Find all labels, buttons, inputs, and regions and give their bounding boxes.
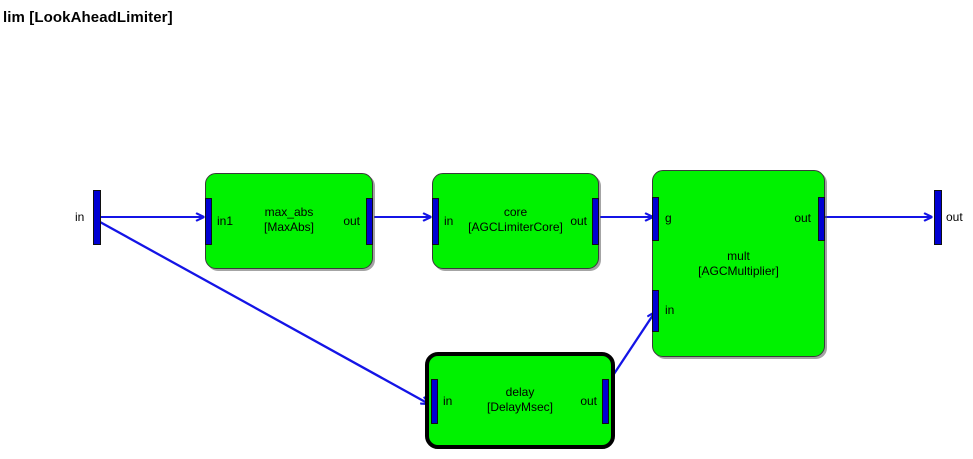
block-mult-port-out-label: out (794, 211, 811, 225)
block-core-type: [AGCLimiterCore] (468, 220, 563, 234)
block-max-abs-name: max_abs (264, 205, 314, 219)
block-core[interactable]: in out core [AGCLimiterCore] (432, 173, 599, 269)
diagram-title: lim [LookAheadLimiter] (3, 9, 173, 26)
block-max-abs-port-out[interactable] (366, 198, 373, 245)
block-delay-port-out-label: out (580, 394, 597, 408)
subsystem-out-port-label: out (946, 210, 963, 224)
block-mult-port-g[interactable] (652, 197, 659, 241)
block-delay-name: delay (505, 385, 535, 399)
block-mult[interactable]: g in out mult [AGCMultiplier] (652, 170, 825, 357)
block-max-abs-port-in1-label: in1 (217, 214, 234, 228)
block-delay-port-in-label: in (443, 394, 453, 408)
subsystem-in-port[interactable] (93, 190, 101, 245)
block-mult-port-in-label: in (665, 303, 675, 317)
block-delay-port-out[interactable] (602, 379, 609, 424)
block-mult-name: mult (727, 249, 750, 263)
block-max-abs[interactable]: in1 out max_abs [MaxAbs] (205, 173, 373, 269)
block-delay-type: [DelayMsec] (486, 400, 554, 414)
block-core-name: core (503, 205, 528, 219)
block-mult-port-g-label: g (665, 211, 672, 225)
block-max-abs-port-in1[interactable] (205, 198, 212, 245)
block-core-port-out[interactable] (592, 198, 599, 245)
block-delay-port-in[interactable] (431, 379, 438, 424)
block-core-port-out-label: out (570, 214, 587, 228)
block-mult-port-in[interactable] (652, 290, 659, 332)
block-mult-port-out[interactable] (818, 197, 825, 241)
subsystem-out-port[interactable] (934, 190, 942, 245)
block-delay[interactable]: in out delay [DelayMsec] (425, 352, 615, 449)
subsystem-in-port-label: in (75, 210, 85, 224)
block-core-port-in[interactable] (432, 198, 439, 245)
block-core-port-in-label: in (444, 214, 454, 228)
block-max-abs-type: [MaxAbs] (263, 220, 314, 234)
block-mult-type: [AGCMultiplier] (698, 264, 779, 278)
block-max-abs-port-out-label: out (343, 214, 360, 228)
